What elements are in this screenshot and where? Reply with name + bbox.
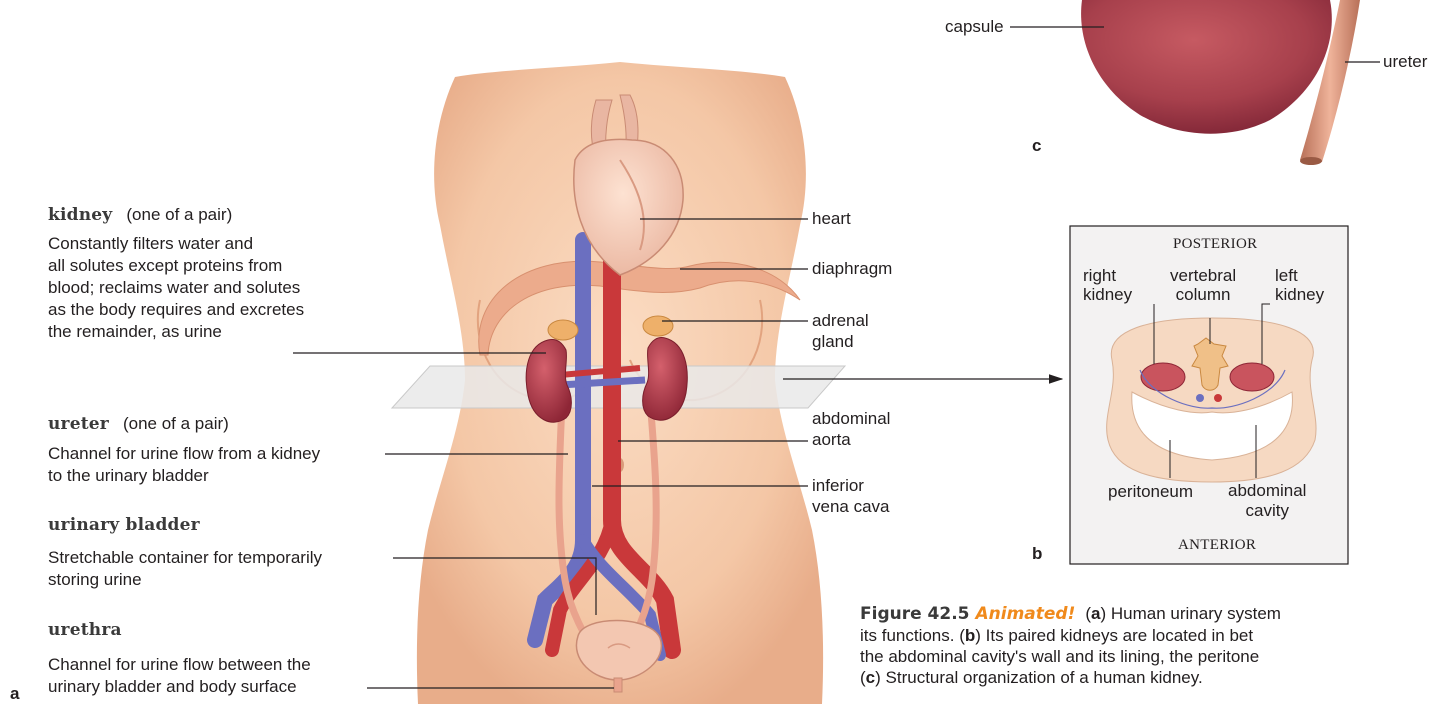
panel-letter-b: b xyxy=(1032,544,1042,564)
caption-part-a: a xyxy=(1091,604,1100,623)
caption-text-3: ) Structural organization of a human kid… xyxy=(875,668,1203,687)
abdominal-aorta-label: abdominal aorta xyxy=(812,408,890,450)
peritoneum-label: peritoneum xyxy=(1108,481,1193,502)
panel-c-kidney xyxy=(1010,0,1380,165)
kidney-desc-line: blood; reclaims water and solutes xyxy=(48,277,348,299)
caption-line-4: (c) Structural organization of a human k… xyxy=(860,667,1432,688)
caption-line-3: the abdominal cavity's wall and its lini… xyxy=(860,646,1432,667)
caption-text-2: ) Its paired kidneys are located in bet xyxy=(975,626,1253,645)
right-kidney-label: right kidney xyxy=(1083,266,1132,304)
abdominal-cavity-line: cavity xyxy=(1228,501,1306,521)
panel-letter-c: c xyxy=(1032,136,1041,156)
urethra-description: Channel for urine flow between the urina… xyxy=(48,654,368,698)
aorta-line: aorta xyxy=(812,429,890,450)
vena-cava-line: vena cava xyxy=(812,496,890,517)
panel-b-aorta xyxy=(1214,394,1222,402)
urethra-heading: urethra xyxy=(48,620,122,640)
left-kidney-line: left xyxy=(1275,266,1324,285)
kidney-desc-line: all solutes except proteins from xyxy=(48,255,348,277)
panel-b-left-kidney xyxy=(1230,363,1274,391)
left-kidney-label: left kidney xyxy=(1275,266,1324,304)
kidney-title: kidney xyxy=(48,205,112,225)
ureter-opening xyxy=(1300,157,1322,165)
ureter-title: ureter xyxy=(48,414,109,434)
bladder-description: Stretchable container for temporarily st… xyxy=(48,547,393,591)
ureter-heading: ureter (one of a pair) xyxy=(48,414,229,434)
kidney-heading: kidney (one of a pair) xyxy=(48,205,232,225)
left-kidney-organ xyxy=(643,337,688,420)
vena-cava-label: inferior vena cava xyxy=(812,475,890,517)
right-kidney-line: kidney xyxy=(1083,285,1132,304)
ureter-note: (one of a pair) xyxy=(123,414,229,433)
kidney-note: (one of a pair) xyxy=(126,205,232,224)
diaphragm-label: diaphragm xyxy=(812,258,892,279)
right-kidney-line: right xyxy=(1083,266,1132,285)
bladder-desc-line: storing urine xyxy=(48,569,393,591)
abdominal-cavity-label: abdominal cavity xyxy=(1228,481,1306,521)
adrenal-line: adrenal xyxy=(812,310,869,331)
right-adrenal-gland xyxy=(548,320,578,340)
panel-c-ureter-label: ureter xyxy=(1383,51,1427,72)
ureter-desc-line: Channel for urine flow from a kidney xyxy=(48,443,388,465)
heart-label: heart xyxy=(812,208,851,229)
caption-part-b: b xyxy=(965,626,975,645)
urethra-title: urethra xyxy=(48,620,122,640)
animated-label: Animated! xyxy=(976,604,1076,624)
abdominal-cavity-line: abdominal xyxy=(1228,481,1306,501)
posterior-label: POSTERIOR xyxy=(1173,236,1257,253)
kidney-desc-line: Constantly filters water and xyxy=(48,233,348,255)
bladder-title: urinary bladder xyxy=(48,515,200,535)
capsule-label: capsule xyxy=(945,16,1004,37)
vertebral-line: vertebral xyxy=(1170,266,1236,285)
panel-b-right-kidney xyxy=(1141,363,1185,391)
vertebral-column-label: vertebral column xyxy=(1170,266,1236,304)
urethra-tube xyxy=(614,678,622,692)
vertebral-line: column xyxy=(1170,285,1236,304)
right-kidney-organ xyxy=(526,339,571,422)
vena-cava-line: inferior xyxy=(812,475,890,496)
left-kidney-line: kidney xyxy=(1275,285,1324,304)
panel-b-vena-cava xyxy=(1196,394,1204,402)
anterior-label: ANTERIOR xyxy=(1178,537,1256,554)
bladder-desc-line: Stretchable container for temporarily xyxy=(48,547,393,569)
left-adrenal-gland xyxy=(643,316,673,336)
caption-line-2-text: its functions. ( xyxy=(860,626,965,645)
kidney-capsule-organ xyxy=(1081,0,1332,134)
figure-label: Figure 42.5 xyxy=(860,604,970,624)
urethra-desc-line: Channel for urine flow between the xyxy=(48,654,368,676)
adrenal-gland-label: adrenal gland xyxy=(812,310,869,352)
kidney-desc-line: as the body requires and excretes xyxy=(48,299,348,321)
renal-vein xyxy=(560,380,645,385)
caption-part-c: c xyxy=(866,668,875,687)
kidney-desc-line: the remainder, as urine xyxy=(48,321,348,343)
urethra-desc-line: urinary bladder and body surface xyxy=(48,676,368,698)
caption-line-2: its functions. (b) Its paired kidneys ar… xyxy=(860,625,1432,646)
kidney-description: Constantly filters water and all solutes… xyxy=(48,233,348,343)
ureter-desc-line: to the urinary bladder xyxy=(48,465,388,487)
bladder-heading: urinary bladder xyxy=(48,515,200,535)
panel-letter-a: a xyxy=(10,684,19,704)
aorta-line: abdominal xyxy=(812,408,890,429)
caption-text-1: ) Human urinary system xyxy=(1101,604,1281,623)
ureter-description: Channel for urine flow from a kidney to … xyxy=(48,443,388,487)
adrenal-line: gland xyxy=(812,331,869,352)
